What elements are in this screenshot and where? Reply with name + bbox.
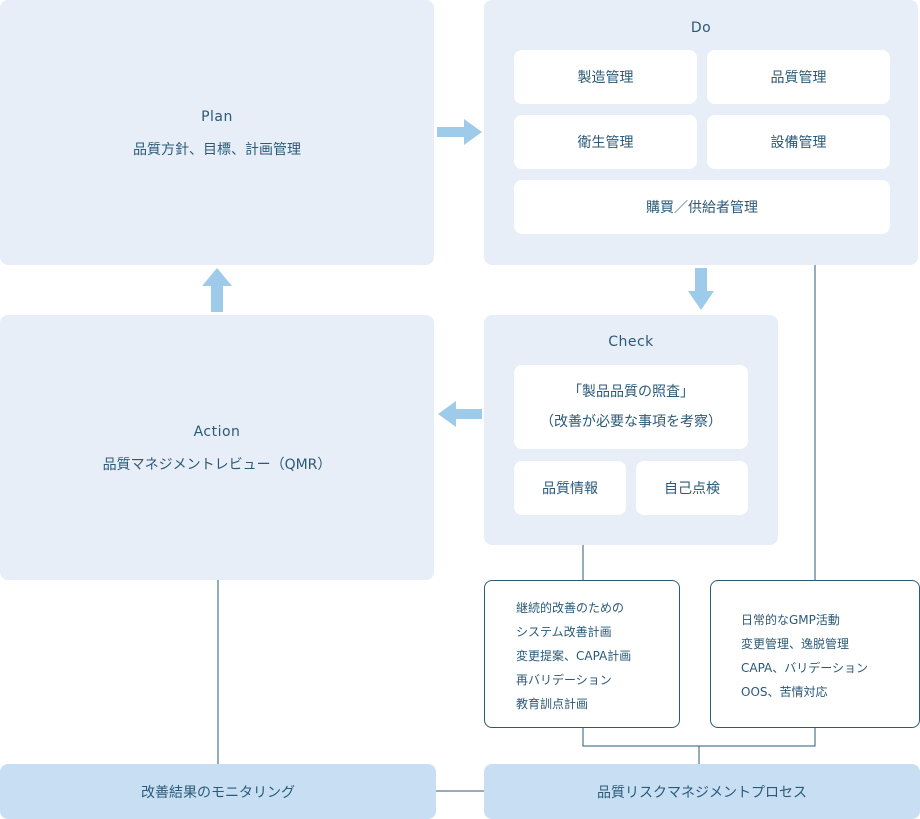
plan-subtitle: 品質方針、目標、計画管理 xyxy=(133,142,301,158)
check-main-line1: 「製品品質の照査」 xyxy=(568,384,694,400)
risk-management-bar: 品質リスクマネジメントプロセス xyxy=(484,764,920,819)
plan-panel: Plan 品質方針、目標、計画管理 xyxy=(0,0,434,265)
do-item-equipment: 設備管理 xyxy=(707,115,890,169)
note-box-improvement: 継続的改善のための システム改善計画 変更提案、CAPA計画 再バリデーション … xyxy=(484,580,680,728)
do-title: Do xyxy=(690,20,712,36)
arrow-right-icon xyxy=(437,119,482,145)
arrow-down-icon xyxy=(688,268,714,310)
arrow-up-icon xyxy=(202,268,232,312)
do-item-manufacturing: 製造管理 xyxy=(514,50,697,104)
action-title: Action xyxy=(193,424,241,440)
check-main-box: 「製品品質の照査」 （改善が必要な事項を考察） xyxy=(514,365,748,449)
note-right-line: 変更管理、逸脱管理 xyxy=(741,637,850,651)
check-main-line2: （改善が必要な事項を考察） xyxy=(540,414,722,430)
plan-title: Plan xyxy=(201,109,233,125)
note-left-line: 継続的改善のための xyxy=(516,601,625,615)
note-right-line: 日常的なGMP活動 xyxy=(741,613,840,627)
do-item-purchasing: 購買／供給者管理 xyxy=(514,180,890,234)
check-title: Check xyxy=(608,334,654,350)
note-left-line: 変更提案、CAPA計画 xyxy=(516,649,632,663)
note-right-line: OOS、苦情対応 xyxy=(741,685,828,699)
arrow-left-icon xyxy=(438,401,482,427)
note-right-line: CAPA、バリデーション xyxy=(741,661,869,675)
action-panel: Action 品質マネジメントレビュー（QMR） xyxy=(0,315,434,580)
check-item-quality-info: 品質情報 xyxy=(514,461,626,515)
do-item-quality-control: 品質管理 xyxy=(707,50,890,104)
note-box-gmp: 日常的なGMP活動 変更管理、逸脱管理 CAPA、バリデーション OOS、苦情対… xyxy=(710,580,920,728)
note-left-line: 再バリデーション xyxy=(516,673,612,687)
monitoring-bar: 改善結果のモニタリング xyxy=(0,764,436,819)
note-left-line: 教育訓点計画 xyxy=(516,697,589,711)
note-left-line: システム改善計画 xyxy=(516,625,612,639)
do-item-hygiene: 衛生管理 xyxy=(514,115,697,169)
check-item-self-inspection: 自己点検 xyxy=(636,461,748,515)
action-subtitle: 品質マネジメントレビュー（QMR） xyxy=(102,457,332,473)
